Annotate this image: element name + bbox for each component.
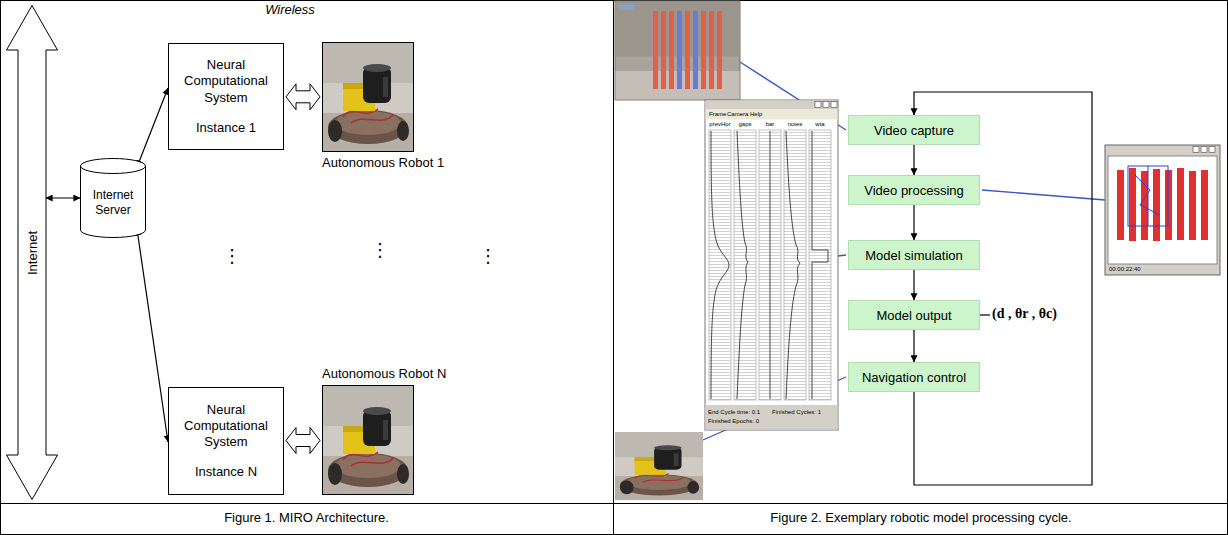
node-text: Model output: [876, 308, 951, 323]
column-header: bar: [759, 121, 781, 128]
node-text: Neural Computational System: [175, 57, 277, 106]
node-text: Instance N: [195, 464, 257, 480]
system-box: Neural Computational SystemInstance 1: [168, 43, 284, 150]
model-output-window: [705, 100, 838, 430]
connector-arrow: [913, 330, 914, 362]
node-text: Instance 1: [196, 120, 256, 136]
double-arrow-shape: [7, 6, 58, 500]
menu-item: Frame: [709, 111, 726, 118]
node-text: Neural Computational System: [175, 402, 277, 451]
connector-arrow: [137, 88, 168, 167]
connector-arrow: [913, 270, 914, 300]
node-text: Video processing: [864, 183, 964, 198]
connector-arrow: [46, 197, 80, 198]
output-leader: [980, 314, 990, 315]
node-text: Model simulation: [865, 248, 963, 263]
wireless-label: Wireless: [250, 3, 330, 18]
camera-thumbnail: [615, 1, 740, 100]
robot-photo-frame: [322, 42, 414, 152]
node-text: Autonomous Robot N: [322, 366, 446, 381]
robot-box: Autonomous Robot 1: [322, 42, 482, 172]
status-text: End Cycle time: 0.1: [708, 409, 760, 416]
menu-item: Help: [750, 111, 762, 118]
status-text: Finished Cycles: 1: [772, 409, 821, 416]
connector-arrow: [913, 205, 914, 240]
cylinder-body: [81, 166, 146, 238]
status-text: Finished Epochs: 0: [708, 418, 759, 425]
column-header: prevHor: [709, 121, 731, 128]
server-cylinder: Internet Server: [80, 158, 146, 238]
connector-arrow: [914, 92, 1092, 485]
ellipsis-mark: ⋮: [478, 246, 498, 267]
figure-caption: Figure 1. MIRO Architecture.: [0, 511, 613, 526]
internet-arrow: Internet: [6, 5, 58, 500]
connector-arrow: [913, 145, 914, 175]
model-output-value: (d , θr , θc): [992, 306, 1057, 322]
figure-caption: Figure 2. Exemplary robotic model proces…: [614, 511, 1228, 526]
process-box: Video capture: [848, 115, 980, 145]
node-text: Navigation control: [862, 370, 966, 385]
process-box: Model output: [848, 300, 980, 330]
ellipsis-mark: ⋮: [222, 246, 242, 267]
cylinder-top: [81, 159, 146, 174]
system-box: Neural Computational SystemInstance N: [168, 387, 284, 495]
wireless-double-arrow: [286, 84, 320, 110]
menu-item: Camera: [727, 111, 748, 118]
connector-arrow: [137, 229, 168, 442]
column-header: gaps: [734, 121, 756, 128]
process-box: Navigation control: [848, 362, 980, 392]
robot-photo: [323, 43, 413, 151]
robot-image: [323, 386, 413, 494]
leader-lines: [703, 62, 1105, 440]
robot-photo-frame: [322, 385, 414, 495]
column-header: notes: [784, 121, 806, 128]
node-text: Internet Server: [84, 188, 142, 218]
process-box: Video processing: [848, 175, 980, 205]
robot-photo: [615, 432, 703, 500]
robot-image: [323, 43, 413, 151]
process-box: Model simulation: [848, 240, 980, 270]
video-processing-window: [1105, 145, 1220, 275]
node-text: Video capture: [874, 123, 954, 138]
wireless-double-arrow: [286, 428, 320, 454]
ellipsis-mark: ⋮: [370, 240, 390, 261]
node-text: Internet: [25, 230, 40, 274]
column-header: wta: [809, 121, 831, 128]
robot-photo: [323, 386, 413, 494]
timer-text: 00:00:22:40: [1109, 266, 1141, 273]
node-text: Autonomous Robot 1: [322, 155, 444, 170]
robot-box: Autonomous Robot N: [322, 365, 482, 495]
